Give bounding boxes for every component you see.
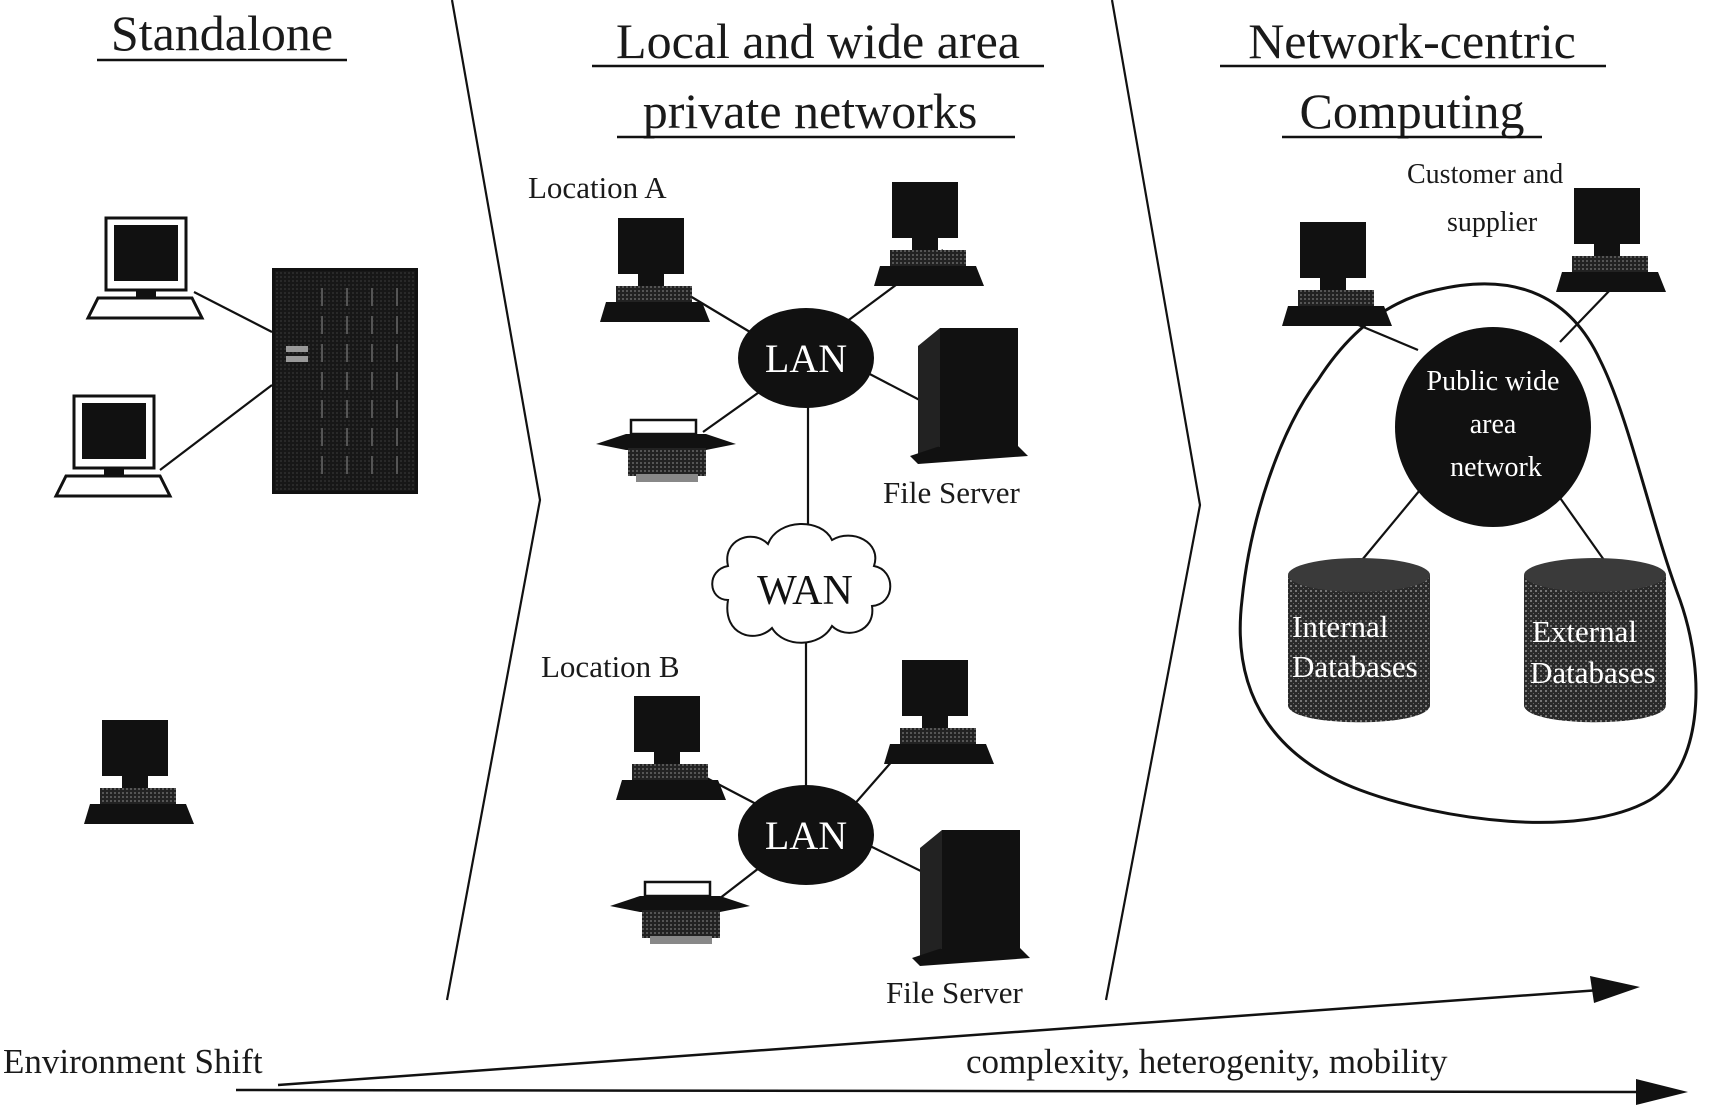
label-location-a: Location A	[528, 170, 667, 205]
desktop-computer-icon	[84, 720, 194, 824]
label-location-b: Location B	[541, 649, 680, 684]
wan-node-label: WAN	[757, 568, 853, 614]
lan-node-b	[738, 785, 874, 885]
public-wan-label-line1: Public wide	[1427, 366, 1560, 397]
internal-db-label-line1: Internal	[1292, 609, 1388, 644]
label-customer-line2: supplier	[1447, 207, 1538, 238]
desktop-computer-icon	[874, 182, 984, 286]
file-server-tower-icon	[910, 328, 1028, 464]
desktop-computer-icon	[600, 218, 710, 322]
heading-private-line2: private networks	[643, 83, 978, 139]
environment-shift-arrows	[235, 976, 1688, 1105]
label-trend: complexity, heterogenity, mobility	[966, 1042, 1448, 1081]
label-customer-line1: Customer and	[1407, 159, 1563, 190]
desktop-computer-icon	[616, 696, 726, 800]
external-db-label-line1: External	[1532, 614, 1637, 649]
desktop-computer-icon	[1282, 222, 1392, 326]
divider-chevron-1	[445, 0, 542, 1001]
desktop-computer-icon	[884, 660, 994, 764]
public-wan-node	[1395, 327, 1591, 527]
lan-node-a	[738, 308, 874, 408]
lan-node-a-label: LAN	[765, 336, 847, 381]
database-cylinder-icon	[1288, 558, 1430, 723]
heading-private-line1: Local and wide area	[616, 13, 1020, 69]
enterprise-boundary-outline	[1238, 282, 1698, 824]
printer-icon	[594, 418, 738, 484]
terminal-computer-icon	[54, 394, 172, 498]
mainframe-server-icon	[272, 268, 418, 494]
terminal-computer-icon	[86, 216, 204, 320]
heading-centric-line1: Network-centric	[1248, 13, 1576, 69]
divider-chevron-2	[1104, 0, 1202, 1001]
heading-centric-line2: Computing	[1299, 83, 1524, 139]
label-environment-shift: Environment Shift	[3, 1042, 263, 1081]
public-wan-label-line2: area	[1470, 409, 1517, 440]
heading-standalone: Standalone	[111, 5, 333, 61]
internal-db-label-line2: Databases	[1292, 649, 1418, 684]
desktop-computer-icon	[1556, 188, 1666, 292]
cloud-icon	[711, 523, 892, 644]
label-file-server-a: File Server	[883, 475, 1021, 510]
file-server-tower-icon	[912, 830, 1030, 966]
external-db-label-line2: Databases	[1530, 655, 1656, 690]
lan-node-b-label: LAN	[765, 813, 847, 858]
public-wan-label-line3: network	[1450, 452, 1542, 483]
label-file-server-b: File Server	[886, 975, 1024, 1010]
database-cylinder-icon	[1524, 558, 1666, 723]
